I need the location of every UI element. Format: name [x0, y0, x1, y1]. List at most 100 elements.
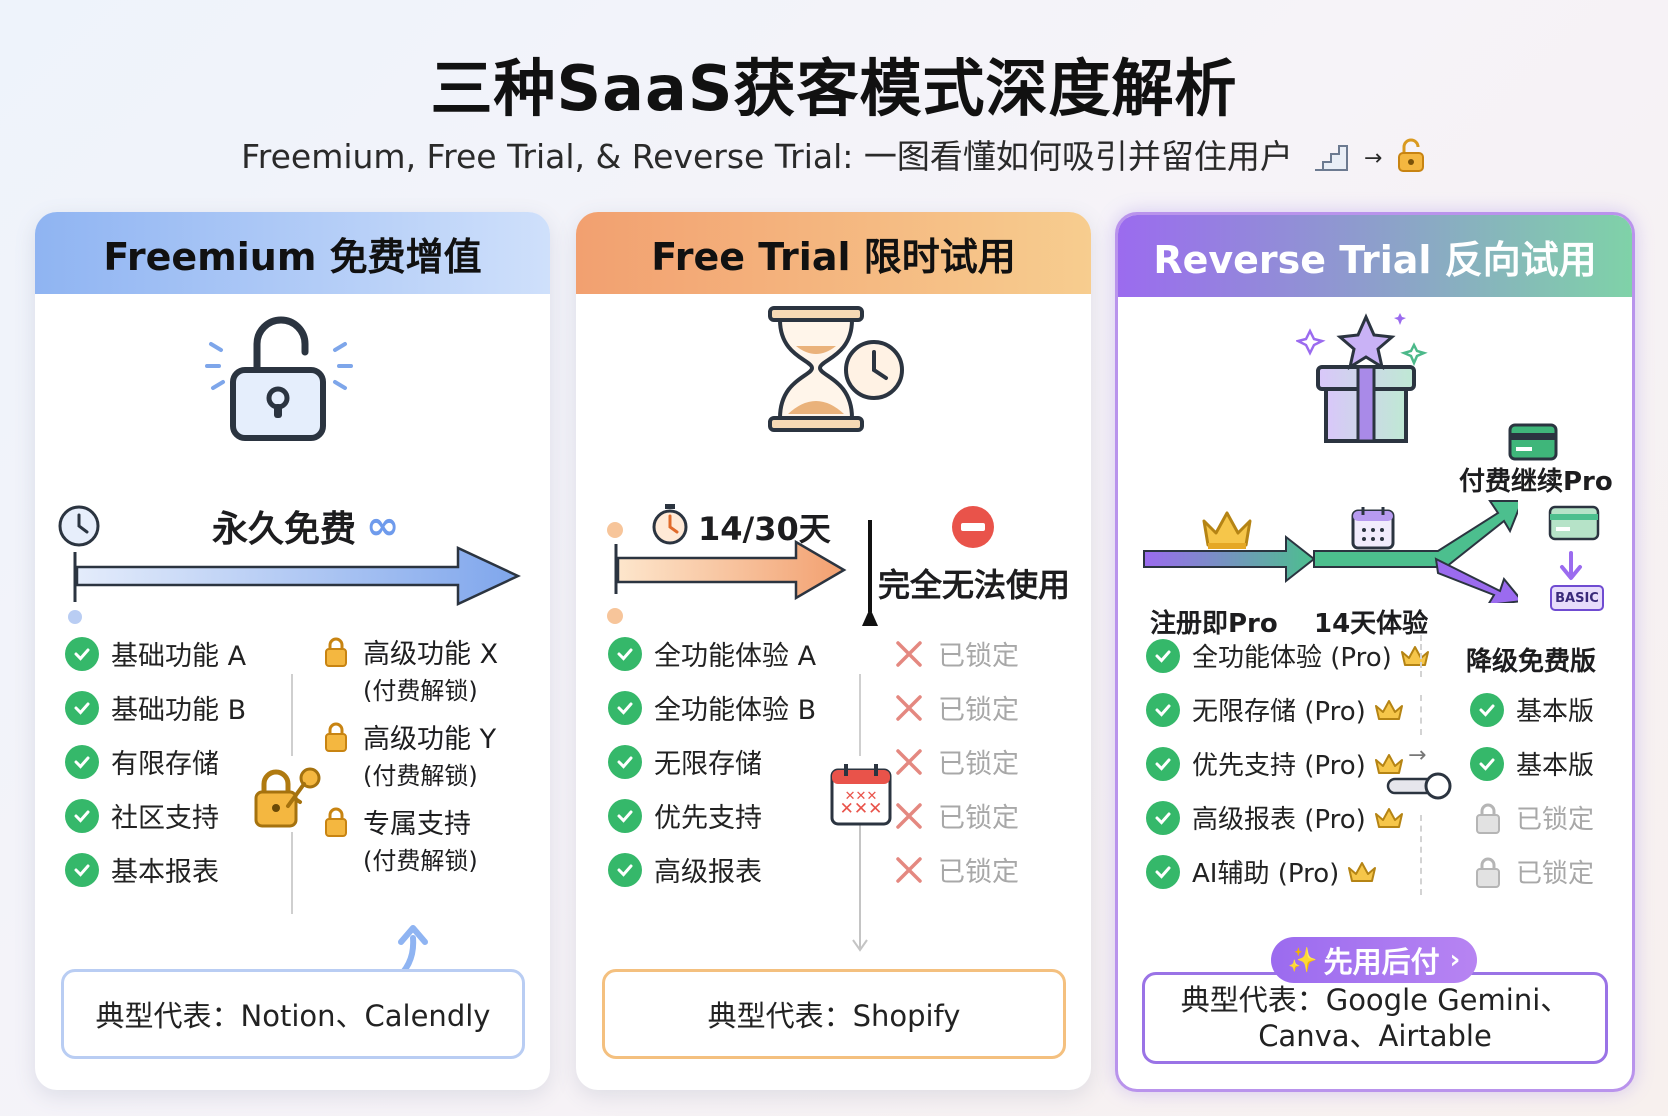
locked-label: 已锁定 [938, 857, 1019, 888]
check-icon [1470, 746, 1504, 781]
divider [291, 832, 293, 914]
representative-line: 典型代表：Google Gemini、 [1180, 983, 1570, 1017]
free-trial-representative: 典型代表：Shopify [602, 969, 1066, 1059]
freemium-card: Freemium 免费增值 永久免费 ∞ 基础功能 A 基础功能 B 有限存储 … [35, 212, 550, 1090]
clock-icon [57, 504, 101, 552]
locked-label: 已锁定 [1516, 859, 1595, 889]
check-icon [608, 852, 642, 887]
divider [1420, 815, 1422, 895]
stop-sign-icon [950, 504, 996, 554]
check-icon [608, 798, 642, 833]
locked-item: 已锁定 [892, 850, 1019, 889]
feature-label: 全功能体验 A [654, 641, 817, 672]
x-icon [896, 856, 922, 883]
basic-label: 基本版 [1516, 697, 1595, 727]
feature-label: 基础功能 B [111, 695, 247, 726]
x-icon [896, 694, 922, 721]
feature-item: 有限存储 [65, 742, 219, 781]
representative-line: Canva、Airtable [1258, 1019, 1492, 1053]
locked-item: 已锁定 [892, 796, 1019, 835]
page-subtitle: Freemium, Free Trial, & Reverse Trial: 一… [0, 130, 1668, 181]
end-label: 完全无法使用 [878, 566, 1071, 604]
check-icon [65, 852, 99, 887]
paid-feature-name: 专属支持 [363, 809, 471, 840]
feature-item: 社区支持 [65, 796, 219, 835]
page-title: 三种SaaS获客模式深度解析 [430, 52, 1238, 125]
feature-label: 基本报表 [111, 857, 219, 888]
reverse-trial-header: Reverse Trial 反向试用 [1118, 215, 1632, 297]
feature-label: 高级报表 (Pro) [1192, 805, 1366, 835]
lock-icon [1476, 803, 1500, 834]
locked-item: 已锁定 [892, 688, 1019, 727]
infinity-icon: ∞ [366, 503, 400, 549]
feature-label: 高级报表 [654, 857, 762, 888]
basic-label: 基本版 [1516, 751, 1595, 781]
lock-icon [325, 722, 347, 752]
timeline-dot [607, 522, 623, 538]
check-icon [1146, 800, 1180, 835]
x-icon [896, 802, 922, 829]
arrow-right-icon: → [1363, 146, 1383, 171]
lock-icon [325, 807, 347, 837]
unlock-icon [1395, 137, 1427, 181]
pro-card-icon [1548, 505, 1600, 545]
crown-icon [1374, 753, 1403, 774]
freemium-header: Freemium 免费增值 [35, 212, 550, 294]
reverse-trial-card: Reverse Trial 反向试用 付费继续Pro [1115, 212, 1635, 1092]
check-icon [608, 690, 642, 725]
subtitle-text: Freemium, Free Trial, & Reverse Trial: 一… [241, 137, 1293, 176]
free-trial-card: Free Trial 限时试用 14/30天 完全无法使用 全功能体验 A 全功… [576, 212, 1091, 1090]
stairs-icon [1313, 138, 1353, 180]
free-trial-header: Free Trial 限时试用 [576, 212, 1091, 294]
arrow-right-icon: → [1408, 743, 1427, 768]
paid-feature-name: 高级功能 Y [363, 724, 497, 755]
freemium-representative: 典型代表：Notion、Calendly [61, 969, 525, 1059]
locked-label: 已锁定 [938, 803, 1019, 834]
crown-icon [1374, 699, 1403, 720]
check-icon [1146, 638, 1180, 673]
calendar-icon: ✕✕✕ ✕✕✕ [828, 762, 894, 832]
hourglass-icon [766, 306, 906, 440]
trial-end-line [858, 518, 882, 632]
check-icon [65, 636, 99, 671]
forever-label: 永久免费 [212, 509, 357, 550]
register-pro-label: 注册即Pro [1150, 609, 1278, 639]
gift-icon [1294, 305, 1436, 449]
timeline-dot [607, 608, 623, 624]
paid-continue-label: 付费继续Pro [1459, 467, 1613, 497]
feature-label: 有限存储 [111, 749, 219, 780]
paid-feature: 专属支持 (付费解锁) [323, 802, 478, 876]
feature-item: 基础功能 B [65, 688, 246, 727]
feature-item: 高级报表 [608, 850, 762, 889]
svg-text:✕✕✕: ✕✕✕ [840, 799, 883, 819]
pay-later-pill: ✨ 先用后付 › [1271, 937, 1477, 983]
down-arrow-icon [1558, 551, 1584, 587]
feature-label: 社区支持 [111, 803, 219, 834]
feature-label: 基础功能 A [111, 641, 247, 672]
locked-label: 已锁定 [938, 749, 1019, 780]
feature-label: 无限存储 (Pro) [1192, 697, 1366, 727]
padlock-open-icon [205, 304, 355, 448]
reverse-trial-representative: 典型代表：Google Gemini、 Canva、Airtable [1142, 972, 1608, 1064]
locked-label: 已锁定 [938, 641, 1019, 672]
feature-item: 无限存储 (Pro) [1146, 691, 1404, 728]
pill-label: 先用后付 [1323, 945, 1440, 979]
check-icon [65, 690, 99, 725]
svg-text:✕✕✕: ✕✕✕ [845, 789, 878, 804]
check-icon [1146, 854, 1180, 889]
check-icon [608, 636, 642, 671]
divider [291, 674, 293, 756]
feature-label: 全功能体验 (Pro) [1192, 643, 1392, 673]
duration-label: 14/30天 [698, 510, 831, 548]
feature-item: 高级报表 (Pro) [1146, 799, 1404, 836]
paid-feature: 高级功能 Y (付费解锁) [323, 717, 496, 791]
feature-label: 无限存储 [654, 749, 762, 780]
paid-feature-name: 高级功能 X [363, 639, 499, 670]
check-icon [1470, 692, 1504, 727]
feature-item: 全功能体验 A [608, 634, 816, 673]
paid-feature-note: (付费解锁) [363, 677, 478, 705]
paid-feature-note: (付费解锁) [363, 847, 478, 875]
check-icon [65, 798, 99, 833]
feature-item: 全功能体验 (Pro) [1146, 637, 1430, 674]
crown-icon [1348, 861, 1377, 882]
